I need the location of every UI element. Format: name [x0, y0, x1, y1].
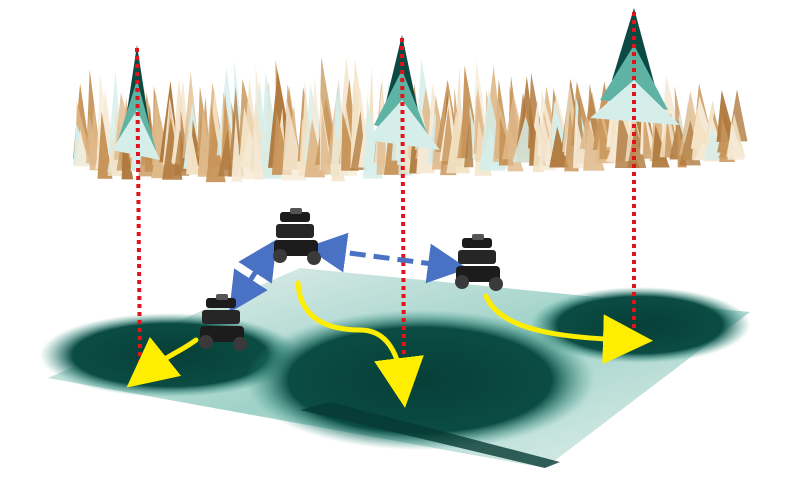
projection-line-center	[400, 37, 406, 373]
motion-arrow-left	[126, 336, 199, 388]
robot-left	[199, 294, 247, 351]
robot-top-wheel-right	[307, 251, 321, 265]
peak-center-base	[366, 100, 440, 150]
robot-left-plate-3	[206, 298, 236, 308]
surface-spike	[627, 124, 647, 168]
robot-top-sensor	[290, 208, 302, 214]
robot-right-plate-2	[458, 250, 496, 264]
projection-lines	[135, 12, 636, 373]
surface-spike	[727, 122, 745, 160]
robot-right-sensor	[472, 234, 484, 240]
surface-spike	[549, 126, 569, 168]
floor-bottom-edge	[300, 402, 560, 468]
robot-left-wheel-right	[233, 337, 247, 351]
projection-line-left	[135, 47, 142, 369]
robot-left-plate-2	[202, 310, 240, 324]
robot-right-wheel-left	[455, 275, 469, 289]
surface-spike	[75, 128, 89, 167]
robot-right	[455, 234, 503, 291]
robot-right-wheel-right	[489, 277, 503, 291]
surface-spike	[599, 107, 612, 160]
link-top-left	[229, 239, 277, 313]
surface-spike	[643, 110, 653, 159]
robot-left-wheel-left	[199, 335, 213, 349]
density-region-right	[530, 287, 750, 363]
robot-top-plate-3	[280, 212, 310, 222]
robot-top-plate-2	[276, 224, 314, 238]
surface-spike	[217, 128, 232, 177]
motion-arrows	[126, 280, 653, 408]
robot-left-sensor	[216, 294, 228, 300]
surface-spike	[97, 111, 113, 179]
motion-arrow-center	[295, 280, 424, 408]
coverage-floor	[40, 268, 750, 468]
robot-top-wheel-left	[273, 249, 287, 263]
surface-spike	[254, 124, 266, 180]
motion-arrow-right	[483, 293, 653, 365]
surface-spike	[186, 124, 200, 175]
peak-left-base	[112, 110, 160, 160]
surface-spike	[463, 112, 474, 168]
communication-links	[229, 232, 468, 313]
robot-top	[273, 208, 321, 265]
robot-right-plate-3	[462, 238, 492, 248]
link-top-right	[306, 232, 468, 284]
surface-spike	[664, 119, 674, 158]
